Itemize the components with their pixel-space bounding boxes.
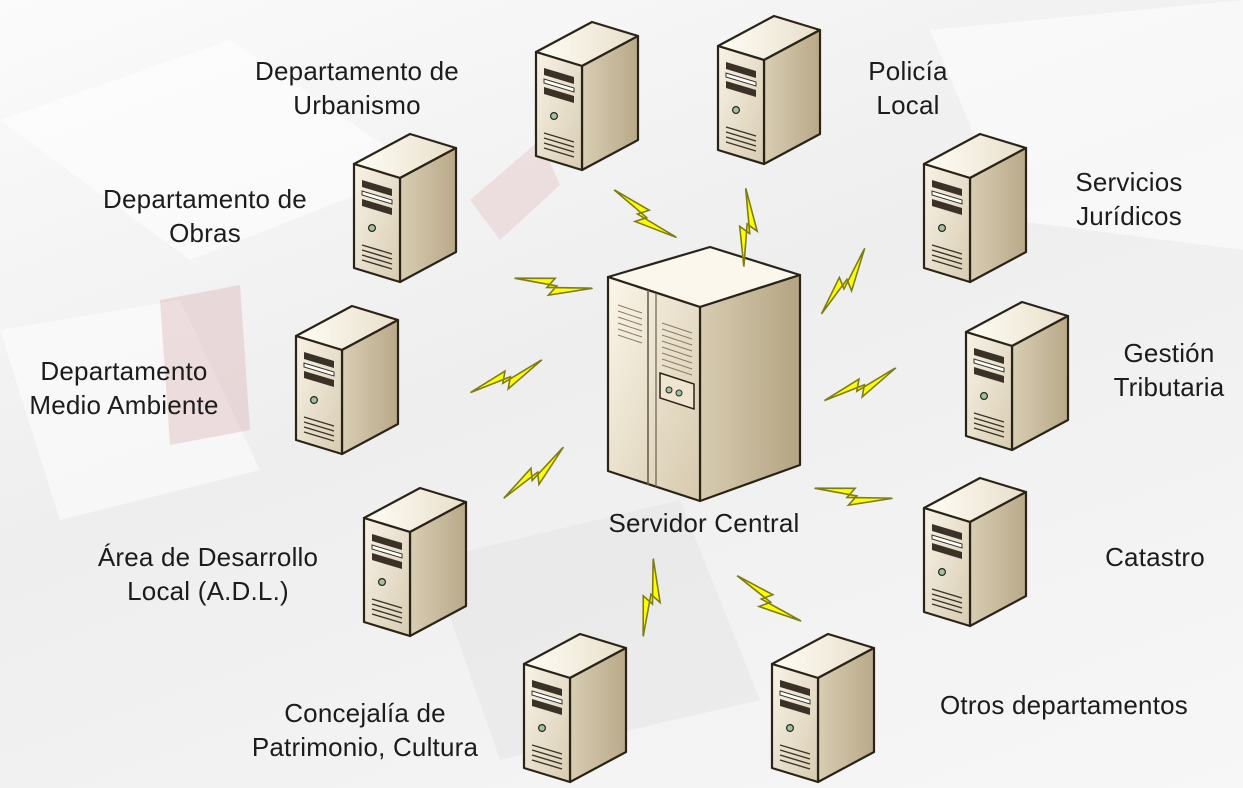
label-line: Local (A.D.L.) <box>127 576 289 606</box>
label-line: Departamento <box>40 356 208 386</box>
label-tributaria: Gestión Tributaria <box>1098 336 1240 404</box>
workstation-icon <box>290 296 402 458</box>
label-line: Servidor Central <box>608 508 800 538</box>
workstation-icon <box>712 6 824 168</box>
label-urbanismo: Departamento de Urbanismo <box>222 54 492 122</box>
label-line: Gestión <box>1123 338 1215 368</box>
label-policia: Policía Local <box>858 54 958 122</box>
workstation-icon <box>530 12 642 174</box>
label-concejalia: Concejalía de Patrimonio, Cultura <box>226 696 504 764</box>
label-line: Servicios <box>1075 167 1183 197</box>
label-line: Medio Ambiente <box>29 390 219 420</box>
label-line: Otros departamentos <box>939 690 1189 720</box>
workstation-icon <box>918 468 1030 630</box>
label-line: Catastro <box>1105 542 1205 572</box>
label-line: Jurídicos <box>1076 201 1182 231</box>
label-line: Obras <box>169 218 241 248</box>
workstation-icon <box>918 124 1030 286</box>
label-line: Concejalía de <box>284 698 446 728</box>
label-line: Patrimonio, Cultura <box>251 732 479 762</box>
label-central-server: Servidor Central <box>576 506 832 540</box>
label-line: Departamento de <box>255 56 459 86</box>
label-line: Urbanismo <box>293 90 421 120</box>
label-adl: Área de Desarrollo Local (A.D.L.) <box>68 540 348 608</box>
workstation-icon <box>960 292 1072 454</box>
label-line: Área de Desarrollo <box>97 542 319 572</box>
label-obras: Departamento de Obras <box>70 182 340 250</box>
central-server-icon <box>600 245 805 507</box>
workstation-icon <box>358 478 470 640</box>
lightning-bolt-icon <box>822 367 899 420</box>
label-catastro: Catastro <box>1080 540 1230 574</box>
lightning-bolt-icon <box>468 359 545 412</box>
label-juridicos: Servicios Jurídicos <box>1054 165 1204 233</box>
workstation-icon <box>518 624 630 786</box>
label-otros: Otros departamentos <box>904 688 1224 722</box>
workstation-icon <box>766 624 878 786</box>
label-line: Policía <box>868 56 948 86</box>
label-line: Local <box>876 90 940 120</box>
label-line: Tributaria <box>1113 372 1225 402</box>
label-medio-ambiente: Departamento Medio Ambiente <box>6 354 242 422</box>
workstation-icon <box>348 124 460 286</box>
label-line: Departamento de <box>103 184 307 214</box>
